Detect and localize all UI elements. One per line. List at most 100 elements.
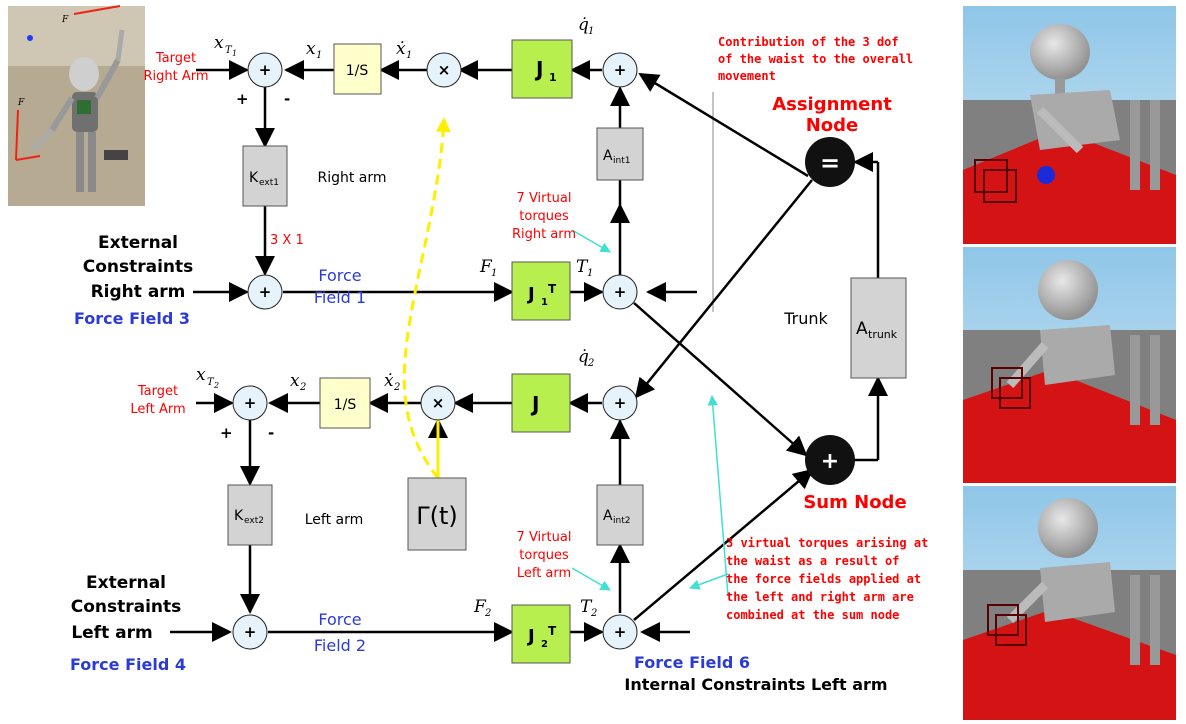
ext-right-line2: Constraints bbox=[83, 257, 194, 277]
ext-left-line1: External bbox=[86, 573, 166, 593]
ext-right-line1: External bbox=[98, 233, 178, 253]
plus-glyph: + bbox=[259, 283, 272, 301]
qdot1-sub: 1 bbox=[588, 26, 594, 37]
xt1-label: x bbox=[214, 33, 224, 53]
plus-glyph: + bbox=[614, 283, 627, 301]
atrunk-label: A bbox=[856, 319, 868, 339]
three-by-one-label: 3 X 1 bbox=[270, 233, 304, 248]
jacobian-transpose-block-j1t bbox=[512, 262, 570, 320]
integrator-label-bottom: 1/S bbox=[334, 397, 357, 413]
plus-glyph: + bbox=[614, 394, 627, 412]
plus-sign: + bbox=[220, 424, 233, 442]
target-right-line1: Target bbox=[155, 51, 196, 66]
waist-note-line4: the left and right arm are bbox=[726, 590, 914, 604]
waist-note-line5: combined at the sum node bbox=[726, 608, 899, 622]
qdot2-sub: 2 bbox=[587, 358, 594, 369]
force-field-6-label: Force Field 6 bbox=[634, 653, 750, 672]
t2-sub: 2 bbox=[590, 608, 597, 619]
j2t-label: J bbox=[526, 626, 535, 647]
kext1-label: K bbox=[249, 170, 259, 186]
xt1-subsub: 1 bbox=[232, 49, 237, 58]
x1-sub: 1 bbox=[316, 50, 322, 61]
times-glyph: × bbox=[432, 394, 445, 412]
x2-label: x bbox=[290, 371, 300, 391]
waist-note-line1: 3 virtual torques arising at bbox=[726, 536, 928, 550]
simulation-frame-1 bbox=[963, 6, 1176, 244]
xdot1-sub: 1 bbox=[406, 50, 412, 61]
force-field-2-line2: Field 2 bbox=[314, 636, 366, 655]
ext-left-line3: Left arm bbox=[71, 623, 152, 643]
plus-glyph: + bbox=[259, 61, 272, 79]
atrunk-sub: trunk bbox=[868, 328, 898, 341]
j1-label: J bbox=[534, 57, 543, 81]
contribution-line1: Contribution of the 3 dof bbox=[718, 35, 899, 49]
force-field-4-label: Force Field 4 bbox=[70, 655, 186, 674]
kext2-label: K bbox=[234, 508, 244, 524]
integrator-label-top: 1/S bbox=[346, 63, 369, 79]
aint1-label: A bbox=[603, 148, 613, 164]
plus-glyph: + bbox=[614, 61, 627, 79]
vt-left-line1: 7 Virtual bbox=[517, 530, 572, 545]
jacobian-transpose-block-j2t bbox=[512, 605, 570, 663]
kext2-sub: ext2 bbox=[244, 516, 264, 526]
gamma-label: Γ(t) bbox=[416, 502, 458, 530]
j1-sub: 1 bbox=[549, 71, 557, 84]
xdot2-sub: 2 bbox=[393, 382, 400, 393]
j2t-sub: 2 bbox=[541, 639, 548, 650]
right-arm-label: Right arm bbox=[317, 170, 386, 186]
plus-glyph: + bbox=[614, 623, 627, 641]
contribution-line3: movement bbox=[718, 69, 776, 83]
simulation-frame-3 bbox=[963, 486, 1176, 720]
xdot2-label: ẋ bbox=[384, 371, 394, 391]
aint2-label: A bbox=[603, 508, 613, 524]
xt2-label: x bbox=[196, 365, 206, 385]
xt2-subsub: 2 bbox=[213, 381, 219, 390]
kext1-sub: ext1 bbox=[259, 178, 279, 188]
xdot1-label: ẋ bbox=[396, 39, 406, 59]
waist-note-line3: the force fields applied at bbox=[726, 572, 921, 586]
assignment-node-label-line1: Assignment bbox=[772, 94, 892, 115]
j1t-label: J bbox=[526, 284, 535, 305]
minus-sign: - bbox=[284, 90, 290, 108]
x1-label: x bbox=[306, 39, 316, 59]
plus-glyph: + bbox=[244, 623, 257, 641]
waist-note-line2: the waist as a result of bbox=[726, 554, 899, 568]
ext-left-line2: Constraints bbox=[71, 597, 182, 617]
f2-sub: 2 bbox=[484, 608, 491, 619]
summing-junctions bbox=[233, 53, 637, 649]
aint1-sub: int1 bbox=[613, 156, 630, 166]
force-field-1-line2: Field 1 bbox=[314, 288, 366, 307]
ext-right-line3: Right arm bbox=[91, 282, 186, 302]
plus-glyph: + bbox=[244, 394, 257, 412]
vt-left-line3: Left arm bbox=[517, 566, 571, 581]
target-left-line2: Left Arm bbox=[130, 402, 185, 417]
target-right-line2: Right Arm bbox=[143, 69, 208, 84]
aint2-sub: int2 bbox=[613, 516, 630, 526]
vt-right-line2: torques bbox=[519, 209, 569, 224]
vt-left-line2: torques bbox=[519, 548, 569, 563]
sum-node-symbol: + bbox=[821, 449, 839, 474]
force-field-1-line1: Force bbox=[318, 266, 361, 285]
force-field-3-label: Force Field 3 bbox=[74, 309, 190, 328]
left-arm-label: Left arm bbox=[305, 512, 364, 528]
x2-sub: 2 bbox=[299, 382, 306, 393]
vt-right-line1: 7 Virtual bbox=[517, 191, 572, 206]
internal-constraints-label: Internal Constraints Left arm bbox=[624, 675, 887, 694]
svg-text:F: F bbox=[17, 98, 25, 108]
f1-sub: 1 bbox=[491, 268, 497, 279]
jacobian-block-j2 bbox=[512, 374, 570, 432]
j2-label: J bbox=[530, 392, 539, 416]
minus-sign: - bbox=[268, 424, 274, 442]
robot-photo: F F bbox=[8, 6, 145, 206]
force-field-2-line1: Force bbox=[318, 610, 361, 629]
teal-arrows bbox=[572, 230, 728, 596]
sum-node-label: Sum Node bbox=[803, 492, 906, 513]
j1t-sup: T bbox=[548, 282, 557, 296]
j1t-sub: 1 bbox=[541, 297, 548, 308]
simulation-frame-2 bbox=[963, 247, 1176, 483]
target-left-line1: Target bbox=[137, 384, 178, 399]
j2t-sup: T bbox=[548, 624, 557, 638]
t1-sub: 1 bbox=[587, 268, 593, 279]
trunk-label: Trunk bbox=[783, 309, 828, 328]
assignment-node-label-line2: Node bbox=[806, 115, 859, 136]
